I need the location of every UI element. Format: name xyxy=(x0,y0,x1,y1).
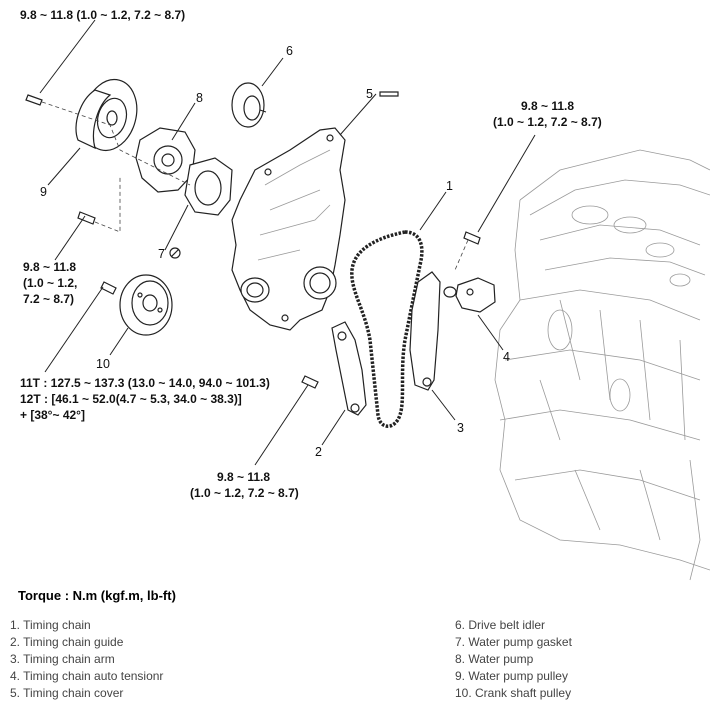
drive-belt-idler xyxy=(231,82,267,128)
torque-label-crank-line2: 12T : [46.1 ~ 52.0(4.7 ~ 5.3, 34.0 ~ 38.… xyxy=(20,392,242,406)
timing-chain-cover xyxy=(231,127,346,331)
torque-label-top-right-line1: 9.8 ~ 11.8 xyxy=(521,99,574,113)
crank-shaft-pulley xyxy=(119,274,173,336)
callout-4: 4 xyxy=(503,350,510,364)
torque-labels: 9.8 ~ 11.8 (1.0 ~ 1.2, 7.2 ~ 8.7) 9.8 ~ … xyxy=(20,8,602,500)
torque-label-bottom-line1: 9.8 ~ 11.8 xyxy=(217,470,270,484)
callout-9: 9 xyxy=(40,185,47,199)
legend-item: 7. Water pump gasket xyxy=(455,635,572,649)
callout-7: 7 xyxy=(158,247,165,261)
part-callouts: 1 2 3 4 5 6 7 8 9 10 xyxy=(40,44,510,459)
torque-label-crank-line1: 11T : 127.5 ~ 137.3 (13.0 ~ 14.0, 94.0 ~… xyxy=(20,376,270,390)
legend-item: 6. Drive belt idler xyxy=(455,618,546,632)
timing-chain-arm xyxy=(409,271,441,391)
legend-item: 4. Timing chain auto tensionr xyxy=(10,669,164,683)
torque-label-top-left: 9.8 ~ 11.8 (1.0 ~ 1.2, 7.2 ~ 8.7) xyxy=(20,8,185,22)
legend-left: 1. Timing chain 2. Timing chain guide 3.… xyxy=(10,617,163,702)
legend-right: 6. Drive belt idler 7. Water pump gasket… xyxy=(455,617,572,702)
water-pump-pulley xyxy=(75,78,138,152)
callout-1: 1 xyxy=(446,179,453,193)
callout-6: 6 xyxy=(286,44,293,58)
bolt-icon xyxy=(25,91,481,389)
callout-10: 10 xyxy=(96,357,110,371)
torque-label-mid-left-line2: (1.0 ~ 1.2, xyxy=(23,276,77,290)
alignment-lines xyxy=(41,101,469,271)
torque-heading: Torque : N.m (kgf.m, lb-ft) xyxy=(18,588,176,603)
legend-item: 10. Crank shaft pulley xyxy=(455,686,572,700)
legend-item: 2. Timing chain guide xyxy=(10,635,124,649)
torque-label-bottom-line2: (1.0 ~ 1.2, 7.2 ~ 8.7) xyxy=(190,486,299,500)
leader-lines xyxy=(39,19,536,466)
timing-chain-auto-tensioner xyxy=(443,277,496,313)
legend-item: 3. Timing chain arm xyxy=(10,652,115,666)
legend-item: 5. Timing chain cover xyxy=(10,686,124,700)
timing-chain xyxy=(350,230,424,428)
callout-5: 5 xyxy=(366,87,373,101)
legend-item: 1. Timing chain xyxy=(10,618,91,632)
torque-label-mid-left-line1: 9.8 ~ 11.8 xyxy=(23,260,76,274)
legend-item: 8. Water pump xyxy=(455,652,534,666)
water-pump-gasket xyxy=(184,157,233,216)
legend-item: 9. Water pump pulley xyxy=(455,669,568,683)
callout-2: 2 xyxy=(315,445,322,459)
callout-8: 8 xyxy=(196,91,203,105)
callout-3: 3 xyxy=(457,421,464,435)
water-pump xyxy=(135,127,196,193)
torque-label-mid-left-line3: 7.2 ~ 8.7) xyxy=(23,292,74,306)
engine-block-outline xyxy=(494,149,710,581)
do-not-reuse-icon xyxy=(169,247,181,259)
torque-label-top-right-line2: (1.0 ~ 1.2, 7.2 ~ 8.7) xyxy=(493,115,602,129)
timing-chain-guide xyxy=(331,321,367,416)
torque-label-crank-line3: + [38°~ 42°] xyxy=(20,408,85,422)
